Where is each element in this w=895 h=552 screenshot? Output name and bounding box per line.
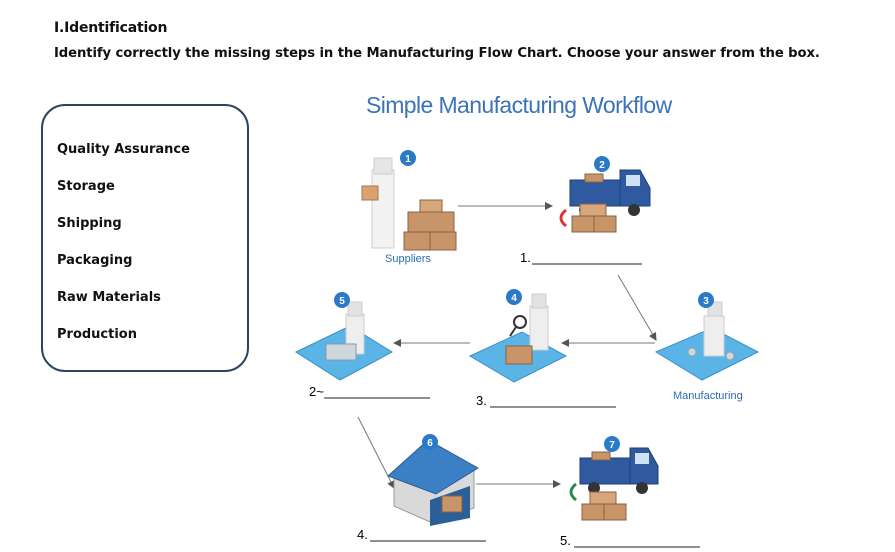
step-badge-2: 2 [594,156,610,172]
step-number-4: 4 [511,293,517,304]
step-3-manufacturing-illustration [654,301,760,381]
step-1-suppliers-illustration [361,157,457,251]
step-5-packaging-illustration [294,301,393,381]
step-badge-1: 1 [400,150,416,166]
step-7-truck-illustration [569,447,659,521]
option-packaging: Packaging [57,253,133,268]
step-badge-5: 5 [334,292,350,308]
label-suppliers: Suppliers [385,253,431,265]
section-title: I.Identification [54,20,168,36]
answer-choices-box: Quality Assurance Storage Shipping Packa… [41,104,249,372]
option-storage: Storage [57,179,115,194]
step-number-2: 2 [599,160,605,171]
label-manufacturing: Manufacturing [673,390,743,402]
step-4-inspection-illustration [468,293,568,383]
option-production: Production [57,327,137,342]
instruction-text: Identify correctly the missing steps in … [54,46,820,61]
step-number-7: 7 [609,440,615,451]
step-6-warehouse-illustration [387,439,479,526]
arrow-5-6 [357,416,395,489]
arrow-2-3 [617,274,657,341]
step-number-5: 5 [339,296,345,307]
option-quality-assurance: Quality Assurance [57,142,190,157]
option-shipping: Shipping [57,216,122,231]
option-raw-materials: Raw Materials [57,290,161,305]
step-2-truck-illustration [559,169,651,233]
blank-3-label: 3. [476,393,487,408]
step-badge-7: 7 [604,436,620,452]
blank-4-label: 4. [357,527,368,542]
blank-5-label: 5. [560,533,571,548]
blank-1-label: 1. [520,250,531,265]
workflow-title: Simple Manufacturing Workflow [366,92,672,118]
step-badge-4: 4 [506,289,522,305]
step-badge-3: 3 [698,292,714,308]
step-number-1: 1 [405,154,411,165]
blank-2-label: 2~ [309,384,324,399]
step-badge-6: 6 [422,434,438,450]
step-number-6: 6 [427,438,433,449]
step-number-3: 3 [703,296,709,307]
